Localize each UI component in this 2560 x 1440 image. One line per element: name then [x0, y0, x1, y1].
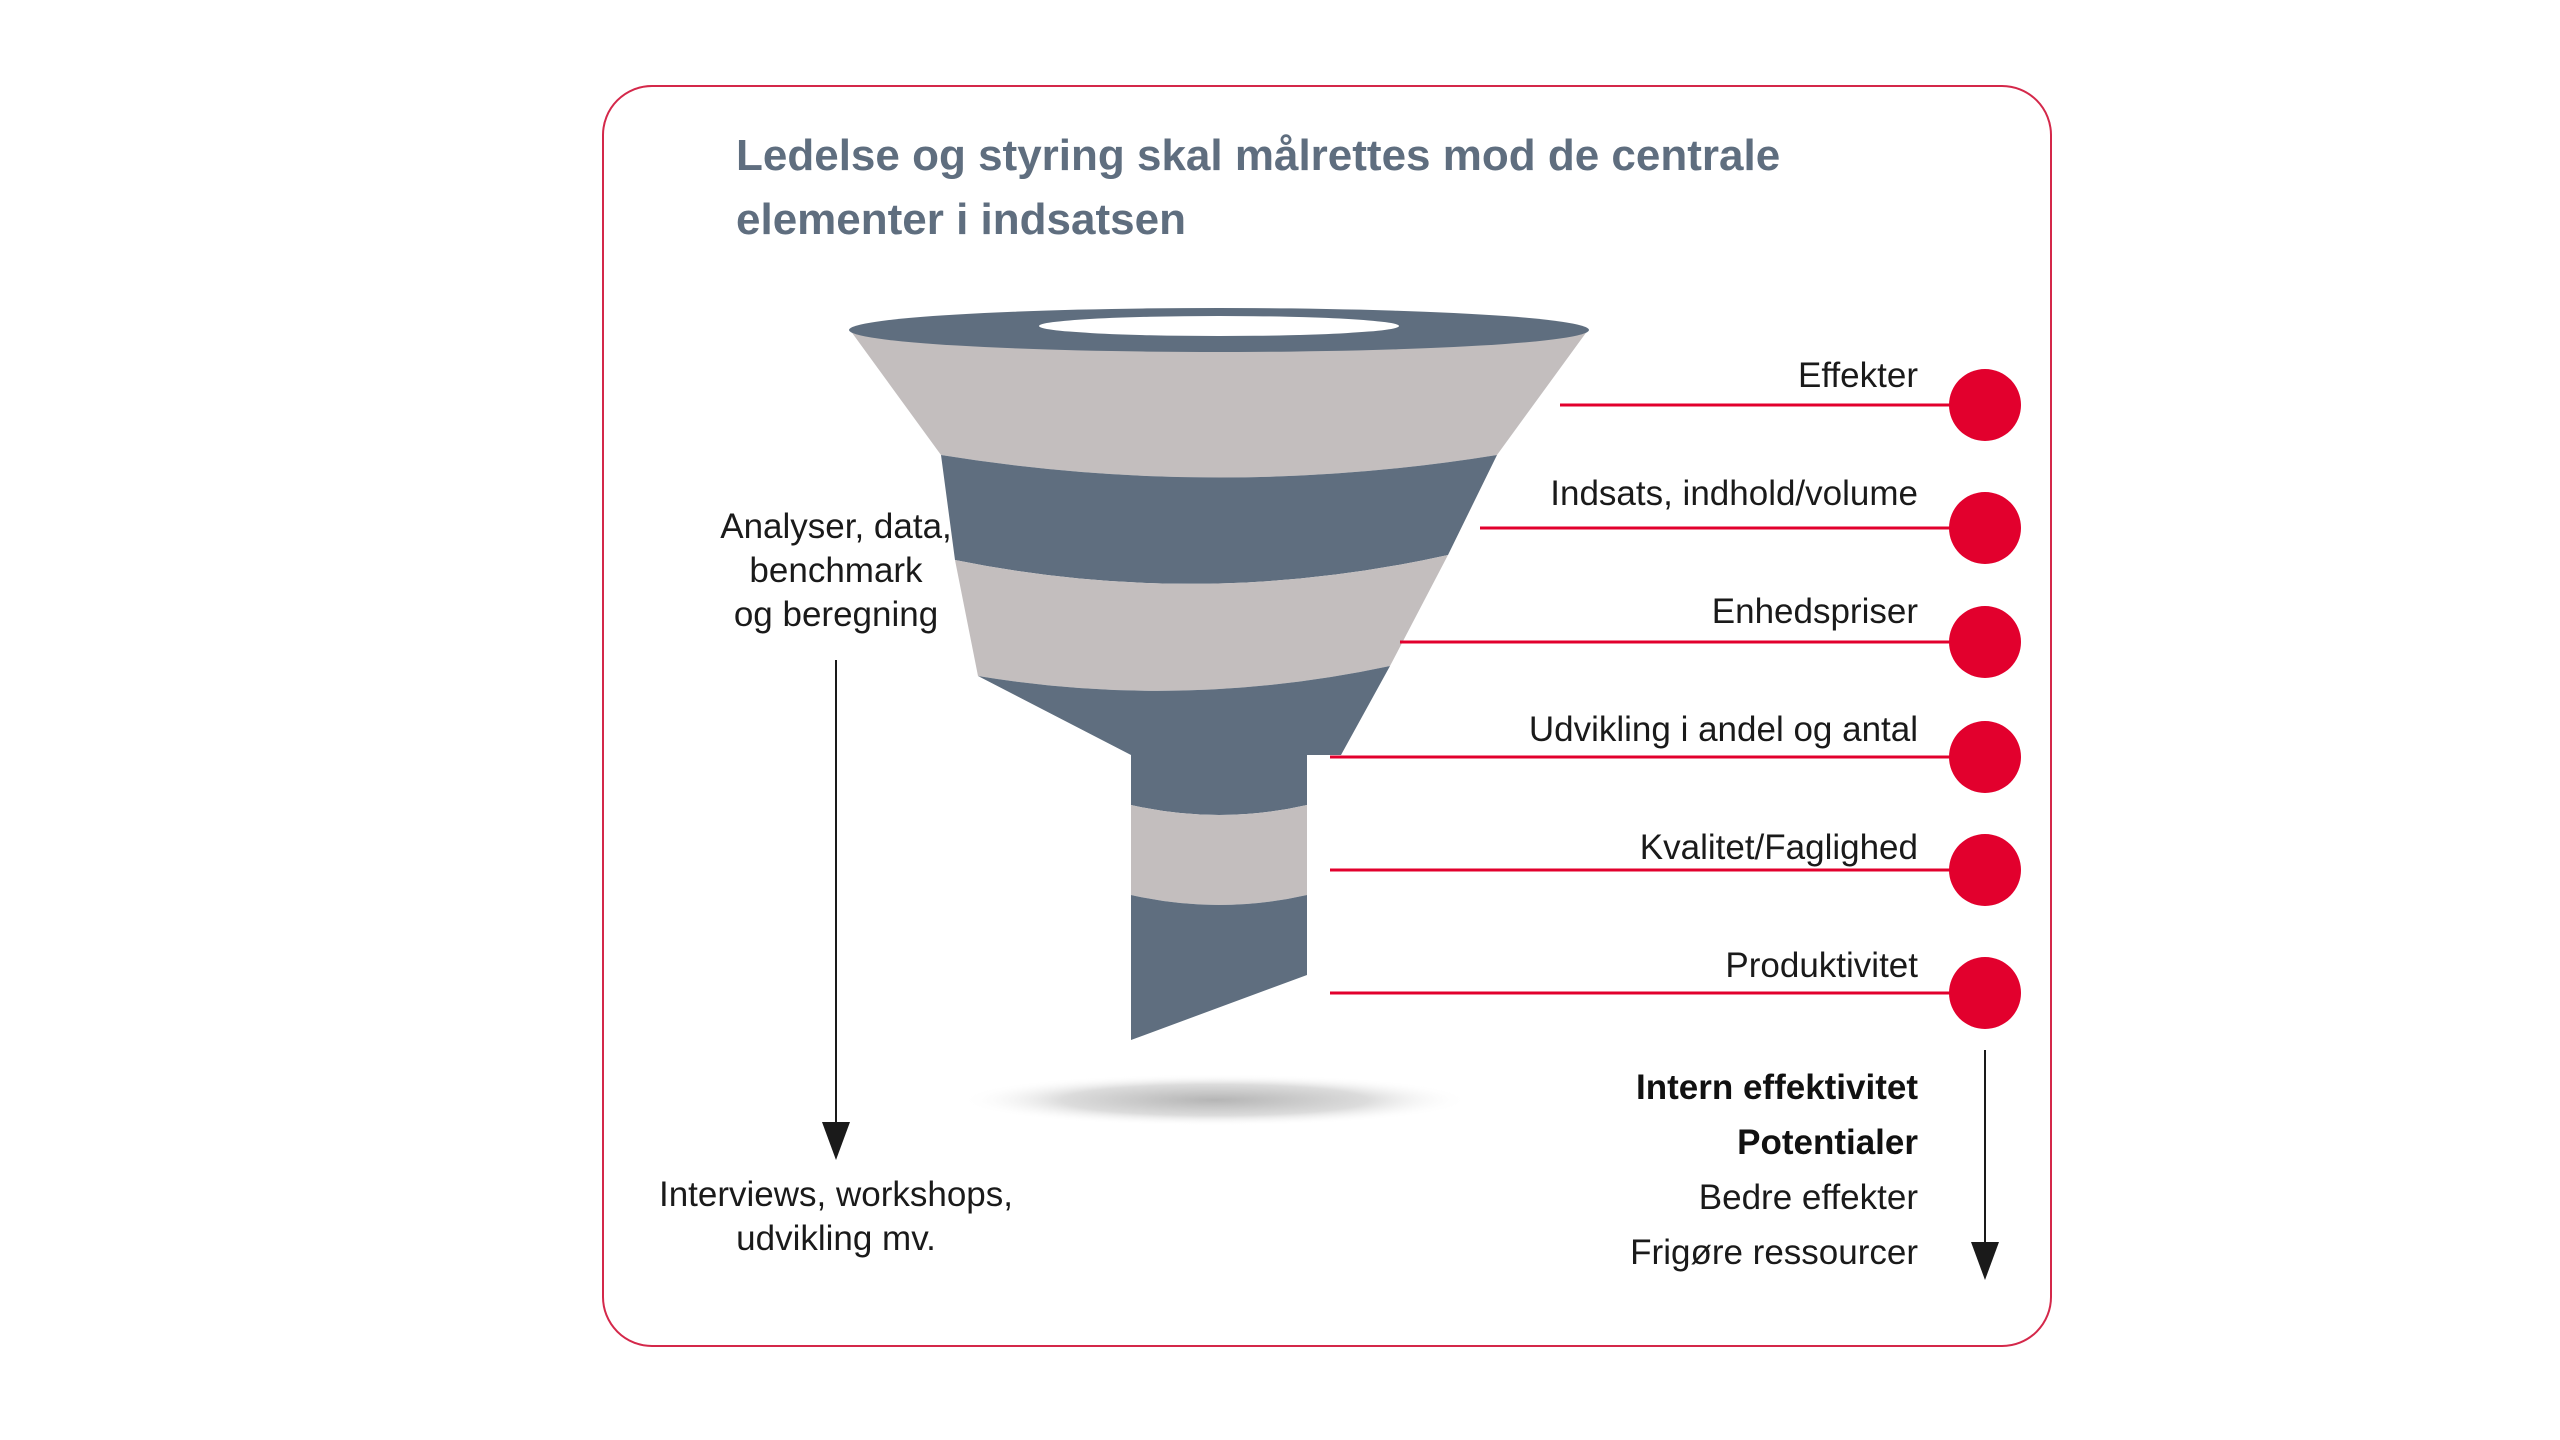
- outcome-line-2: Potentialer: [1737, 1123, 1918, 1162]
- funnel-band-3: [955, 555, 1448, 691]
- element-label-6: Produktivitet: [1725, 946, 1918, 985]
- funnel-band-2: [941, 455, 1497, 584]
- funnel-band-5: [1131, 805, 1307, 905]
- element-label-1: Effekter: [1798, 356, 1918, 395]
- left-label-bottom: Interviews, workshops, udvikling mv.: [658, 1175, 1014, 1258]
- diagram-title: Ledelse og styring skal målrettes mod de…: [736, 124, 2036, 252]
- marker-dot-5: [1949, 834, 2021, 906]
- right-arrow-head: [1971, 1242, 1999, 1280]
- element-label-2: Indsats, indhold/volume: [1550, 474, 1918, 513]
- outcome-line-1: Intern effektivitet: [1636, 1068, 1918, 1107]
- funnel-band-4: [978, 666, 1390, 815]
- marker-dot-4: [1949, 721, 2021, 793]
- left-arrow-head: [822, 1122, 850, 1160]
- marker-dot-1: [1949, 369, 2021, 441]
- funnel-band-1: [850, 330, 1588, 478]
- element-label-5: Kvalitet/Faglighed: [1639, 828, 1918, 867]
- outcome-line-3: Bedre effekter: [1698, 1178, 1918, 1217]
- title-line-2: elementer i indsatsen: [736, 195, 1186, 244]
- left-label-top: Analyser, data, benchmark og beregning: [720, 507, 952, 634]
- title-line-1: Ledelse og styring skal målrettes mod de…: [736, 131, 1781, 180]
- funnel-shadow: [960, 1074, 1470, 1126]
- element-label-4: Udvikling i andel og antal: [1528, 710, 1918, 749]
- funnel-band-6: [1131, 895, 1307, 1040]
- funnel-opening: [1039, 316, 1399, 336]
- marker-dot-6: [1949, 957, 2021, 1029]
- diagram-frame: [602, 85, 2052, 1347]
- outcome-line-4: Frigøre ressourcer: [1630, 1233, 1918, 1272]
- marker-dot-3: [1949, 606, 2021, 678]
- marker-dot-2: [1949, 492, 2021, 564]
- element-label-3: Enhedspriser: [1711, 592, 1918, 631]
